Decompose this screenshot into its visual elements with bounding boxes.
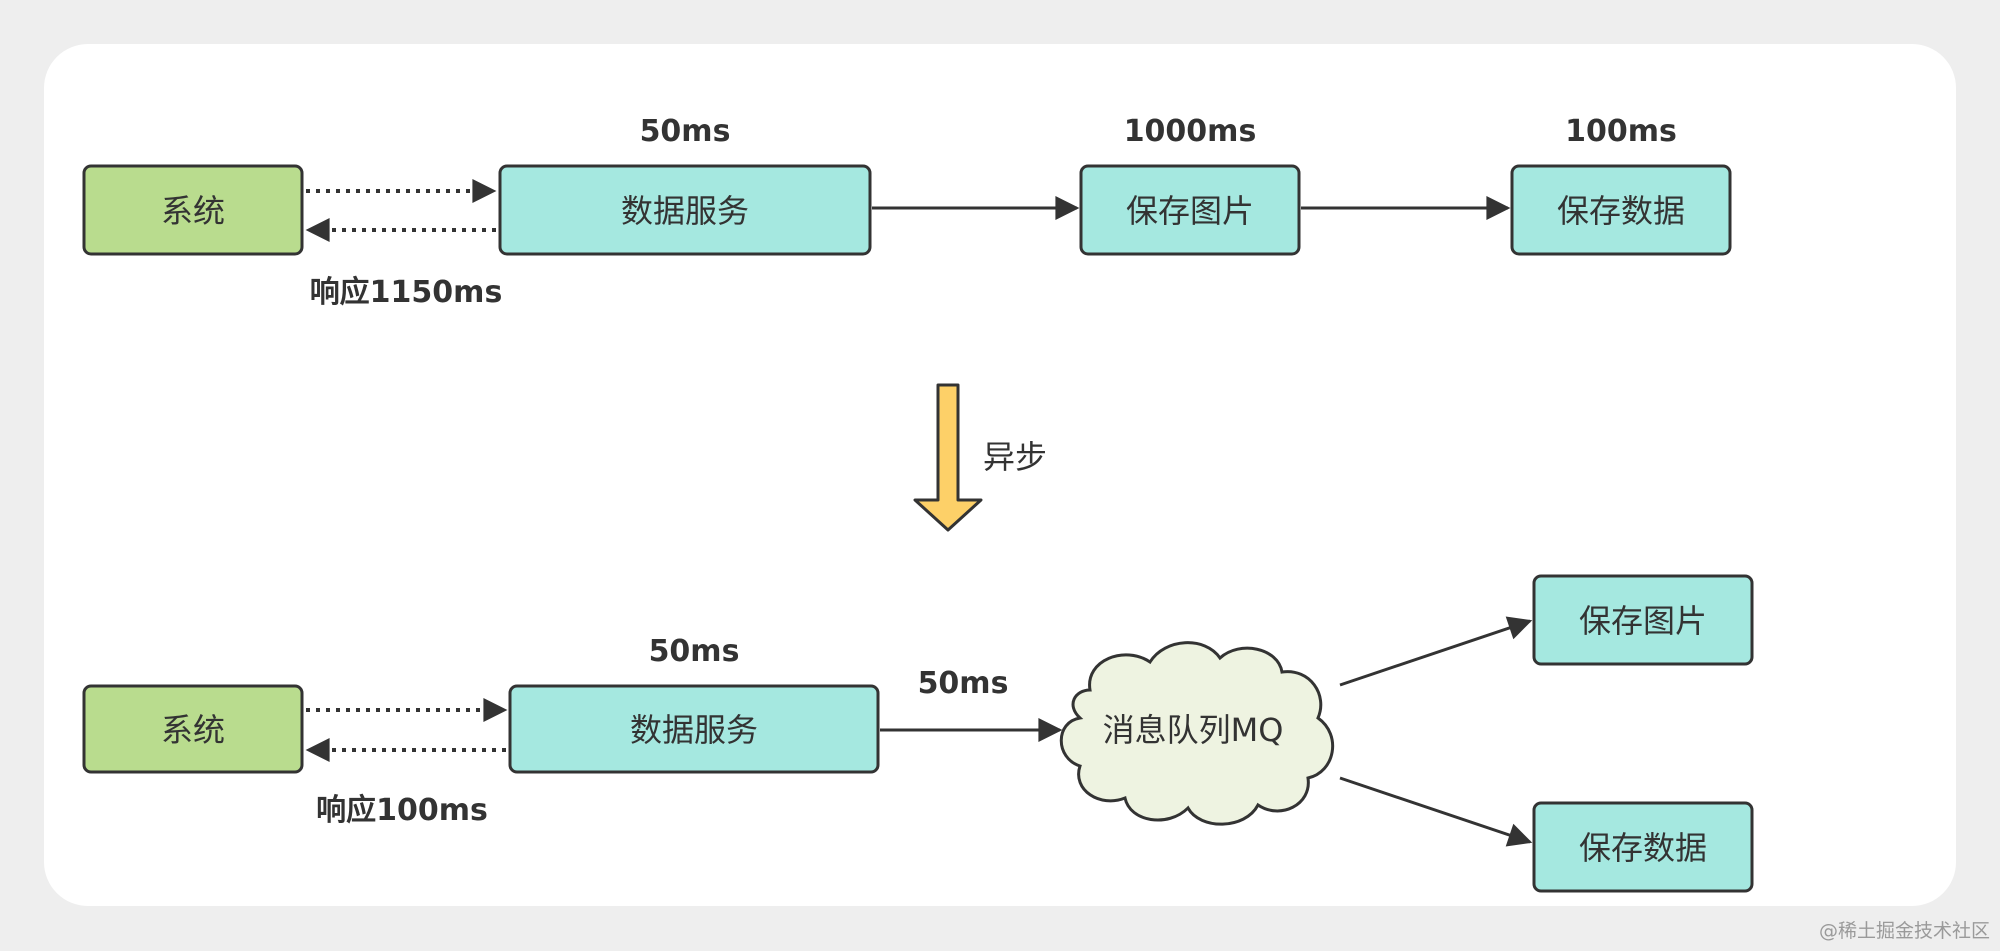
top-data-service-box	[498, 164, 872, 256]
top-row: 系统 数据服务 50ms 保存图片 1000ms 保存数据 100ms 响应11…	[82, 114, 1732, 310]
top-save-image-label: 保存图片	[1126, 192, 1254, 230]
top-save-data-label: 保存数据	[1557, 192, 1685, 230]
async-label: 异步	[983, 438, 1047, 476]
bottom-data-service-box	[508, 684, 880, 774]
bottom-save-image-label: 保存图片	[1579, 602, 1707, 640]
top-data-service-time: 50ms	[640, 114, 731, 149]
mq-label: 消息队列MQ	[1103, 711, 1284, 749]
bottom-system-box	[82, 684, 304, 774]
top-response-label: 响应1150ms	[310, 275, 503, 310]
bottom-arrow-mq-to-data	[1339, 776, 1533, 847]
bottom-response-label: 响应100ms	[316, 793, 488, 828]
bottom-save-image-box	[1532, 574, 1754, 666]
top-data-service-label: 数据服务	[621, 192, 749, 230]
mq-cloud	[1059, 641, 1335, 826]
top-system-box	[82, 164, 304, 256]
top-save-data-time: 100ms	[1565, 114, 1677, 149]
bottom-system-label: 系统	[161, 711, 225, 749]
bottom-data-service-label: 数据服务	[630, 711, 758, 749]
top-save-image-time: 1000ms	[1124, 114, 1257, 149]
top-system-label: 系统	[161, 192, 225, 230]
bottom-arrow-mq-to-image	[1339, 616, 1533, 687]
top-save-image-box	[1079, 164, 1301, 256]
bottom-data-service-time: 50ms	[649, 634, 740, 669]
async-transition: 异步	[913, 383, 1047, 532]
bottom-mq-time: 50ms	[918, 666, 1009, 701]
bottom-save-data-label: 保存数据	[1579, 829, 1707, 867]
bottom-save-data-box	[1532, 801, 1754, 893]
top-save-data-box	[1510, 164, 1732, 256]
async-down-arrow	[913, 383, 983, 532]
bottom-row: 系统 数据服务 50ms 响应100ms 50ms 消息队列MQ 保存图片 保存…	[82, 574, 1754, 893]
watermark: @稀土掘金技术社区	[1818, 920, 1990, 942]
